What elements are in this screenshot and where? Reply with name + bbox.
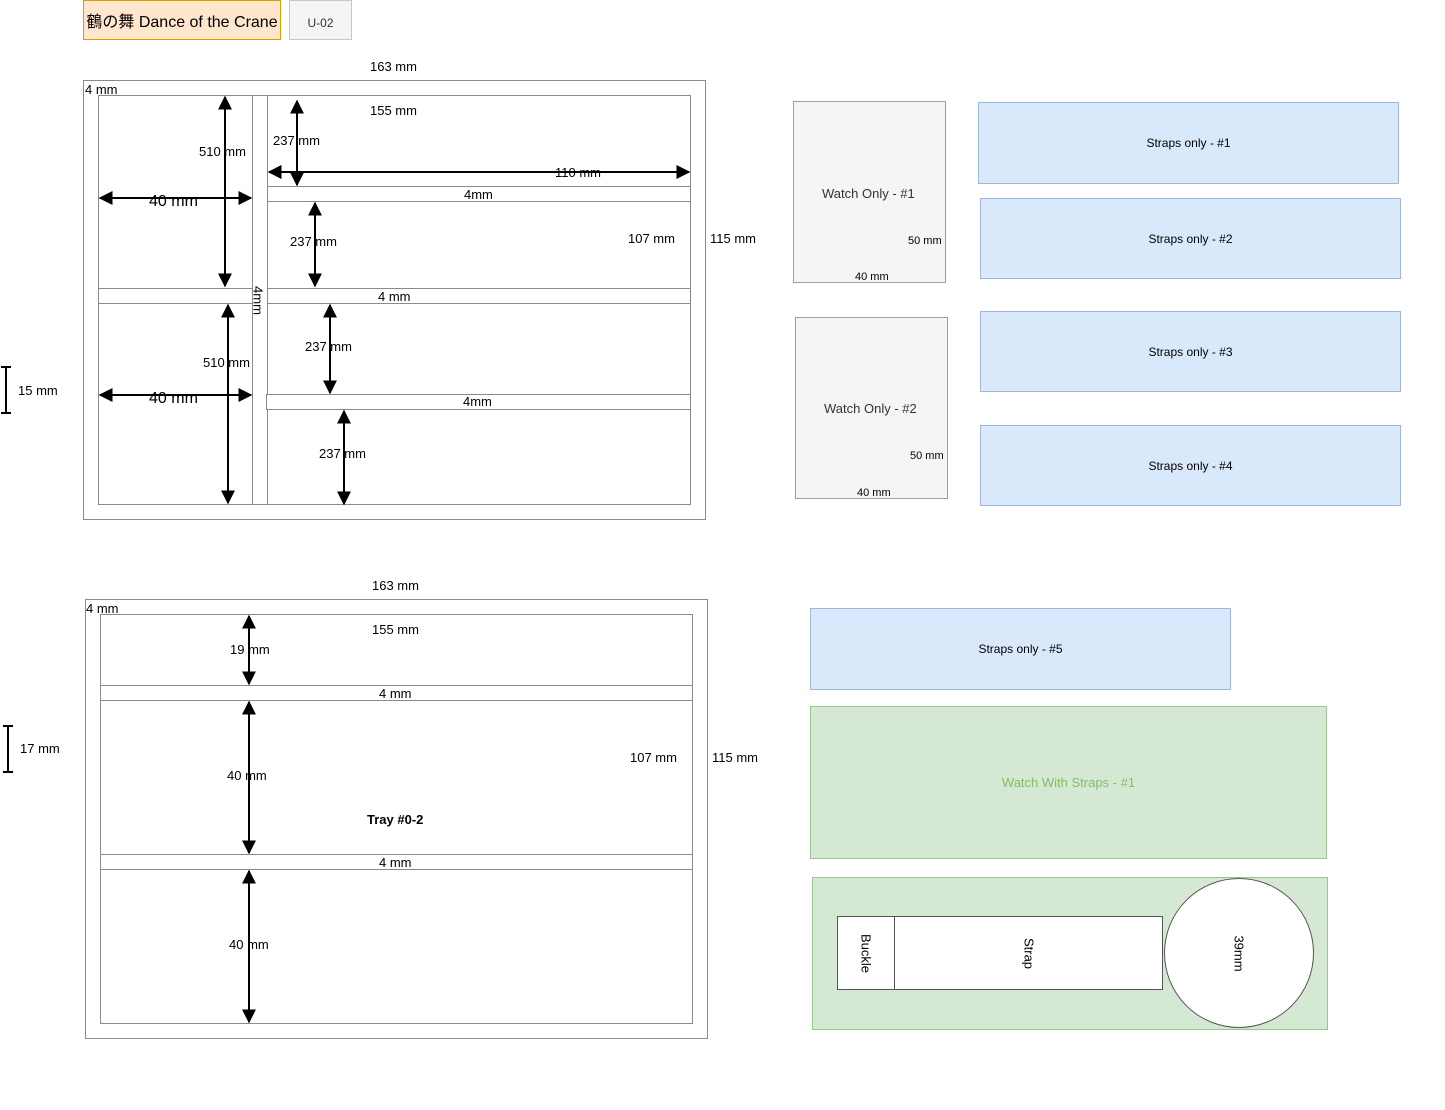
tray2-slot-1-label: 19 mm — [229, 642, 271, 657]
watch-only-1-label: Watch Only - #1 — [822, 186, 915, 201]
watch-only-box-2: Watch Only - #2 50 mm 40 mm — [795, 317, 948, 499]
tray1-width-label: 163 mm — [370, 59, 417, 74]
tray1-slot-3-label: 237 mm — [304, 339, 353, 354]
tray1-right-divider-2 — [267, 288, 691, 304]
watch-face-part: 39mm — [1164, 878, 1314, 1028]
tray1-left-length-label-a: 510 mm — [198, 144, 247, 159]
tray1-divider-2-label: 4 mm — [378, 289, 411, 304]
tray2-inner-width-label: 155 mm — [372, 622, 419, 637]
straps-only-3-label: Straps only - #3 — [1148, 344, 1233, 359]
tray2-inner-height-label: 107 mm — [630, 750, 677, 765]
straps-only-box-2: Straps only - #2 — [980, 198, 1401, 279]
tray2-slot-3-label: 40 mm — [228, 937, 270, 952]
straps-only-box-5: Straps only - #5 — [810, 608, 1231, 690]
tray2-name-label: Tray #0-2 — [367, 812, 424, 827]
tray2-slot-2-label: 40 mm — [226, 768, 268, 783]
tray2-depth-label: 17 mm — [20, 741, 60, 756]
tray1-slot-2-label: 237 mm — [289, 234, 338, 249]
tray2-slot-3 — [100, 869, 693, 1024]
tray1-left-divider — [98, 288, 253, 304]
project-title: 鶴の舞 Dance of the Crane — [86, 14, 278, 31]
watch-only-2-label: Watch Only - #2 — [824, 401, 917, 416]
watch-only-1-height: 50 mm — [908, 235, 942, 247]
straps-only-box-1: Straps only - #1 — [978, 102, 1399, 184]
watch-only-2-height: 50 mm — [910, 450, 944, 462]
watch-face-label: 39mm — [1231, 935, 1247, 972]
straps-only-1-label: Straps only - #1 — [1146, 136, 1231, 150]
tray1-height-label: 115 mm — [710, 231, 756, 246]
tray1-right-slot-1 — [267, 95, 691, 187]
watch-with-straps-box: Watch With Straps - #1 — [810, 706, 1327, 859]
tray1-vertical-divider-label: 4mm — [250, 286, 266, 315]
tray1-left-top-cell — [98, 95, 253, 289]
watch-only-box-1: Watch Only - #1 50 mm 40 mm — [793, 101, 946, 283]
tray1-left-length-label-b: 510 mm — [202, 355, 251, 370]
strap-part: Strap — [894, 916, 1163, 990]
straps-only-4-label: Straps only - #4 — [1148, 458, 1233, 473]
buckle-part: Buckle — [837, 916, 895, 990]
tray1-inner-width-label: 155 mm — [370, 103, 417, 118]
watch-only-2-width: 40 mm — [857, 487, 891, 499]
tray1-depth-label: 15 mm — [18, 383, 58, 398]
buckle-label: Buckle — [858, 933, 874, 974]
tray1-slot-1-label: 237 mm — [272, 133, 321, 148]
tray1-left-width-label-b: 40 mm — [148, 390, 199, 407]
straps-only-box-3: Straps only - #3 — [980, 311, 1401, 392]
strap-label: Strap — [1021, 937, 1037, 970]
tray1-right-length-label: 110 mm — [554, 165, 602, 180]
tray2-slot-1 — [100, 614, 693, 686]
watch-with-straps-label: Watch With Straps - #1 — [1001, 775, 1136, 790]
tray1-slot-4-label: 237 mm — [318, 446, 367, 461]
tray1-inner-height-label: 107 mm — [628, 231, 675, 246]
tray1-left-width-label-a: 40 mm — [148, 193, 199, 210]
watch-only-1-width: 40 mm — [855, 271, 889, 283]
tray2-height-label: 115 mm — [712, 750, 758, 765]
tray1-wall-label: 4 mm — [85, 82, 118, 97]
project-code: U-02 — [307, 16, 334, 30]
tray1-divider-1-label: 4mm — [464, 187, 493, 202]
tray2-divider-1-label: 4 mm — [379, 686, 412, 701]
tray2-slot-2 — [100, 700, 693, 855]
project-title-tag: 鶴の舞 Dance of the Crane — [83, 0, 281, 40]
tray2-wall-label: 4 mm — [86, 601, 119, 616]
tray1-divider-3-label: 4mm — [463, 394, 492, 409]
tray2-divider-2-label: 4 mm — [379, 855, 412, 870]
straps-only-5-label: Straps only - #5 — [978, 642, 1063, 656]
straps-only-box-4: Straps only - #4 — [980, 425, 1401, 506]
tray2-width-label: 163 mm — [372, 578, 419, 593]
straps-only-2-label: Straps only - #2 — [1148, 231, 1233, 246]
project-code-tag: U-02 — [289, 0, 352, 40]
